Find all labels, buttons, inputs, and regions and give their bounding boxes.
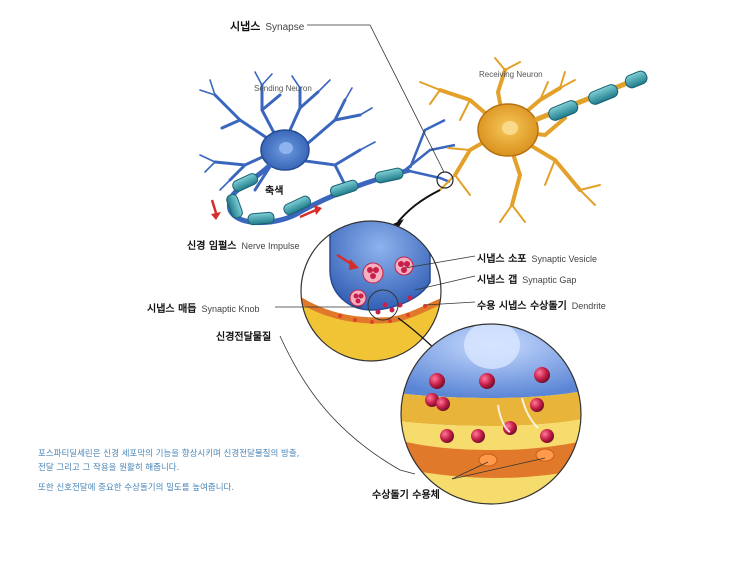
receiving-neuron-label: Receiving Neuron — [479, 70, 543, 79]
leader-lines — [275, 255, 546, 480]
synapse-label: 시냅스 Synapse — [230, 18, 304, 34]
synapse-label-en: Synapse — [265, 22, 305, 33]
caption-line-1: 포스파티딜세린은 신경 세포막의 기능을 향상시키며 신경전달물질의 방출, — [38, 449, 300, 459]
zoom-arrow-1 — [397, 189, 441, 223]
synaptic-vesicle-label: 시냅스 소포 Synaptic Vesicle — [477, 250, 597, 265]
axon-terminals — [404, 118, 456, 184]
synapse-zoom-mid-border — [300, 220, 442, 362]
impulse-arrow-left — [210, 199, 218, 214]
nerve-impulse-label: 신경 임펄스 Nerve Impulse — [187, 237, 300, 252]
sending-axon — [226, 163, 411, 226]
neurotransmitter-label: 신경전달물질 — [216, 328, 271, 343]
impulse-arrow-right-head — [314, 205, 322, 215]
synapse-zoom-big-border — [400, 323, 582, 505]
neurotransmitter-label-ko: 신경전달물질 — [216, 332, 272, 343]
synapse-highlight-circle — [436, 171, 454, 189]
nerve-impulse-label-en: Nerve Impulse — [241, 241, 300, 251]
caption-block: 포스파티딜세린은 신경 세포막의 기능을 향상시키며 신경전달물질의 방출, 전… — [38, 447, 299, 495]
synapse-leader-line — [307, 24, 445, 173]
receiving-axon — [534, 70, 648, 123]
synapse-label-ko: 시냅스 — [230, 20, 261, 33]
dendrite-label: 수용 시냅스 수상돌기 Dendrite — [477, 297, 606, 312]
synaptic-vesicle-label-en: Synaptic Vesicle — [531, 254, 598, 264]
synaptic-gap-label-en: Synaptic Gap — [522, 275, 577, 285]
dendrite-label-en: Dendrite — [571, 301, 606, 311]
caption-line-3: 또한 신호전달에 중요한 수상돌기의 밀도를 높여줍니다. — [38, 483, 235, 493]
synaptic-gap-label-ko: 시냅스 갭 — [477, 275, 518, 286]
dendrite-label-ko: 수용 시냅스 수상돌기 — [477, 301, 567, 312]
synaptic-gap-label: 시냅스 갭 Synaptic Gap — [477, 271, 576, 286]
axon-label: 축색 — [265, 182, 283, 197]
sending-neuron-label: Sending Neuron — [254, 84, 312, 93]
impulse-arrow-right — [299, 208, 317, 219]
synaptic-knob-label-en: Synaptic Knob — [201, 304, 260, 314]
receiving-nucleus — [502, 121, 518, 135]
synaptic-knob-label: 시냅스 매듭 Synaptic Knob — [147, 300, 260, 315]
impulse-arrow-left-head — [211, 212, 221, 220]
caption-line-2: 전달 그리고 그 작용을 원활히 해줍니다. — [38, 463, 180, 473]
axon-label-ko: 축색 — [265, 186, 284, 197]
synapse-zoom-mid — [301, 221, 441, 361]
nerve-impulse-label-ko: 신경 임펄스 — [187, 241, 237, 252]
synapse-zoom-big — [401, 324, 581, 504]
sending-nucleus — [279, 142, 293, 154]
synaptic-knob-label-ko: 시냅스 매듭 — [147, 304, 197, 315]
dendrite-receptor-label: 수상돌기 수용체 — [372, 486, 440, 501]
sending-neuron — [199, 71, 376, 192]
synaptic-vesicle-label-ko: 시냅스 소포 — [477, 254, 527, 265]
dendrite-receptor-label-ko: 수상돌기 수용체 — [372, 490, 440, 501]
